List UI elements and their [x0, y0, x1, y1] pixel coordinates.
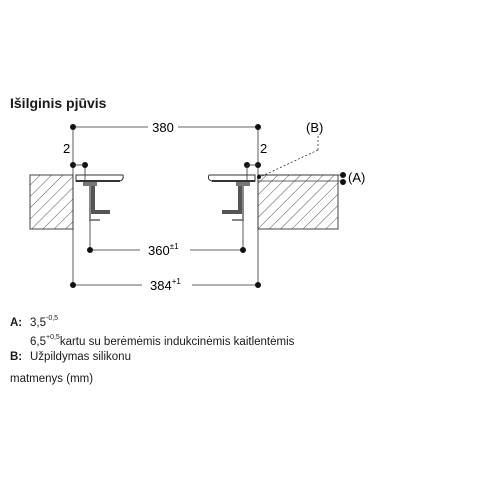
- label-a: (A): [348, 170, 365, 185]
- legend-a-row-2: 6,5+0,5kartu su berėmėmis indukcinėmis k…: [10, 331, 294, 350]
- worktop-right: [257, 174, 339, 230]
- label-b: (B): [306, 120, 323, 135]
- hob-left: [75, 174, 124, 221]
- legend-b-text: Užpildymas silikonu: [30, 350, 131, 363]
- worktop-left: [29, 174, 74, 230]
- dim-left-gap-label: 2: [63, 141, 70, 156]
- hob-right: [207, 174, 256, 221]
- legend-a-tol-2: +0,5: [46, 333, 60, 341]
- legend-b-row: B: Užpildymas silikonu: [10, 350, 294, 365]
- legend: A: 3,5-0,5 6,5+0,5kartu su berėmėmis indu…: [10, 312, 294, 365]
- dim-384-label: 384+1: [150, 277, 181, 293]
- legend-a-value-1: 3,5: [30, 316, 46, 329]
- dim-right-gap-label: 2: [260, 141, 267, 156]
- legend-a-key: A:: [10, 316, 23, 329]
- units-note: matmenys (mm): [10, 373, 94, 385]
- legend-a-value-2: 6,5: [30, 335, 46, 348]
- dim-360-label: 360±1: [148, 242, 179, 258]
- page-title: Išilginis pjūvis: [10, 95, 107, 111]
- legend-b-key: B:: [10, 350, 23, 363]
- legend-a-tol-1: -0,5: [46, 315, 59, 322]
- dim-380: [72, 126, 259, 285]
- dim-380-label: 380: [152, 120, 174, 135]
- legend-a-row-1: A: 3,5-0,5: [10, 312, 294, 331]
- legend-a-text-2: kartu su berėmėmis indukcinėmis kaitlent…: [59, 335, 295, 348]
